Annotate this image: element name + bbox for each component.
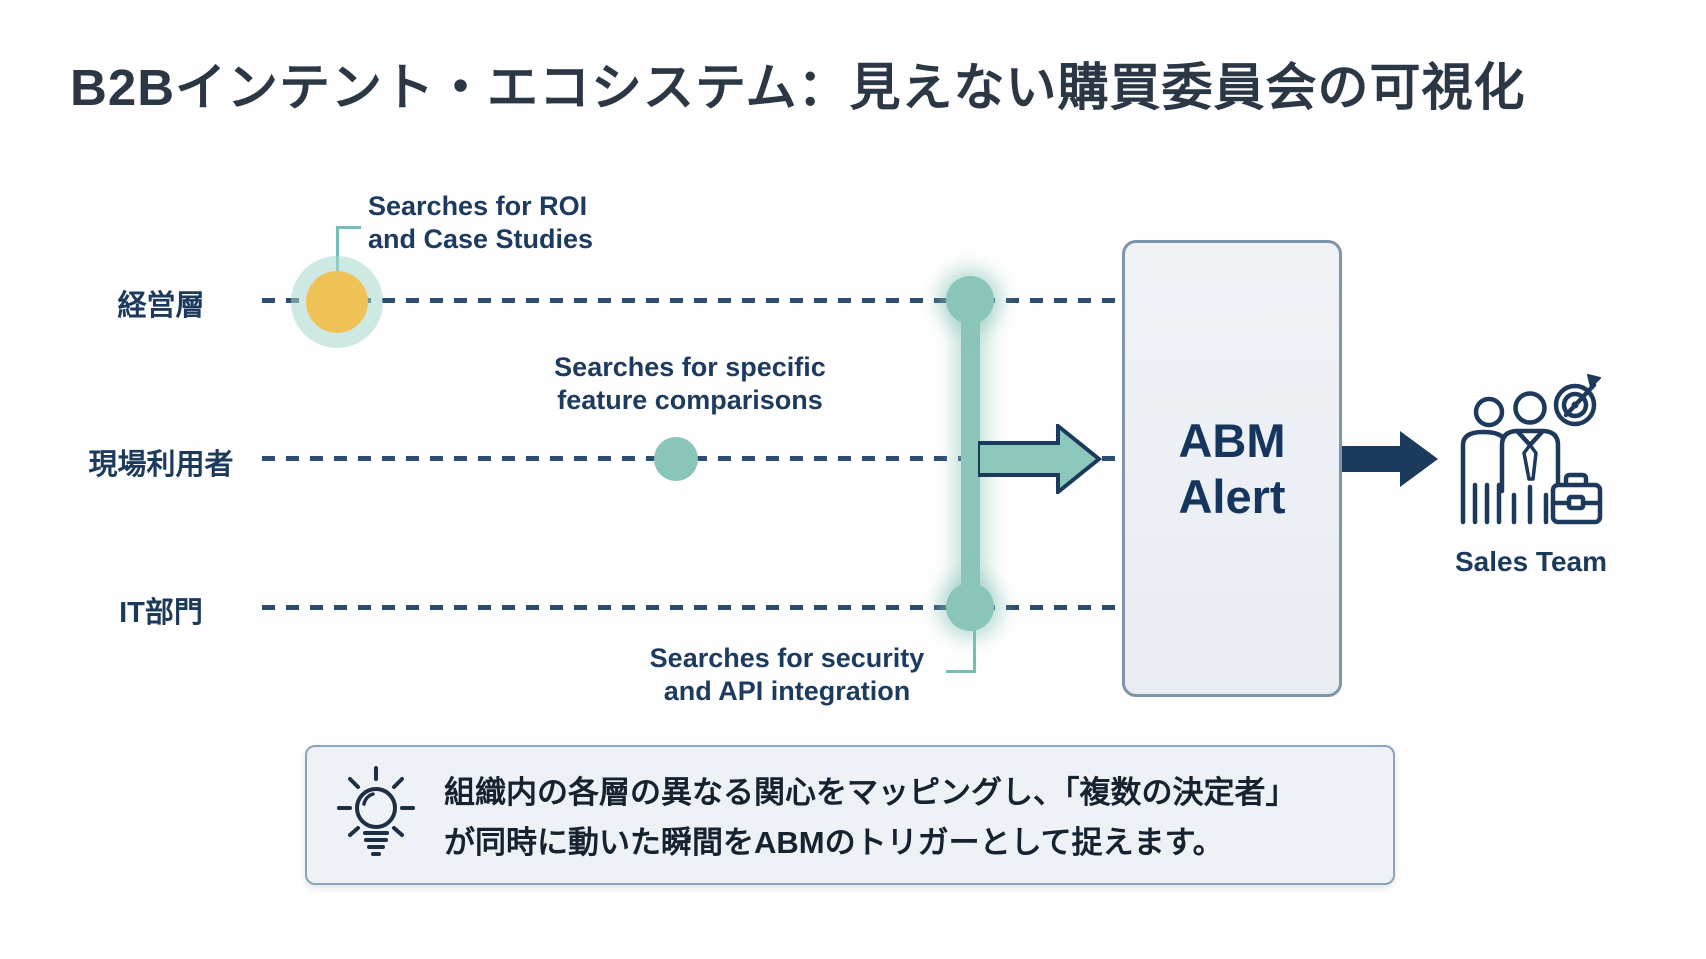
row-label-executive: 経営層 [117, 290, 205, 322]
connector-roi-vertical [336, 226, 339, 274]
connector-security [946, 670, 976, 673]
search-label-feature-line1: Searches for specific [554, 352, 826, 382]
insight-note-box [305, 745, 1395, 885]
intent-dot-executive [306, 271, 368, 333]
connector-security-vertical [973, 629, 976, 673]
search-label-feature-comparisons: Searches for specific feature comparison… [540, 351, 840, 417]
row-label-it: IT部門 [119, 597, 203, 629]
search-label-security-line2: and API integration [663, 676, 911, 706]
search-label-feature-line2: feature comparisons [557, 385, 823, 415]
abm-alert-box: ABM Alert [1122, 240, 1342, 697]
lightbulb-icon [337, 766, 415, 856]
intent-line-executive [262, 298, 1122, 303]
page-title: B2Bインテント・エコシステム：見えない購買委員会の可視化 [70, 59, 1526, 116]
intent-line-it [262, 605, 1122, 610]
row-label-field-users: 現場利用者 [88, 449, 234, 481]
sync-dot-executive [946, 276, 994, 324]
search-label-security-api: Searches for security and API integratio… [637, 642, 937, 708]
insight-note-line2: が同時に動いた瞬間をABMのトリガーとして捉えます。 [444, 825, 1224, 860]
intent-dot-field-users [654, 437, 698, 481]
output-arrow [1342, 431, 1438, 487]
insight-note-text: 組織内の各層の異なる関心をマッピングし、「複数の決定者」 が同時に動いた瞬間をA… [444, 768, 1297, 868]
sales-team-label: Sales Team [1454, 546, 1608, 577]
trigger-arrow [978, 424, 1103, 494]
sync-dot-it [946, 583, 994, 631]
sync-bar [961, 299, 980, 608]
abm-box-line2: Alert [1178, 469, 1286, 523]
search-label-roi: Searches for ROI and Case Studies [368, 190, 593, 256]
insight-note-line1: 組織内の各層の異なる関心をマッピングし、「複数の決定者」 [444, 775, 1297, 810]
sales-team-icon [1460, 374, 1603, 525]
search-label-roi-line2: and Case Studies [368, 224, 594, 254]
abm-box-line1: ABM [1178, 413, 1286, 467]
search-label-security-line1: Searches for security [649, 643, 925, 673]
search-label-roi-line1: Searches for ROI [368, 191, 588, 221]
connector-roi [336, 226, 361, 229]
